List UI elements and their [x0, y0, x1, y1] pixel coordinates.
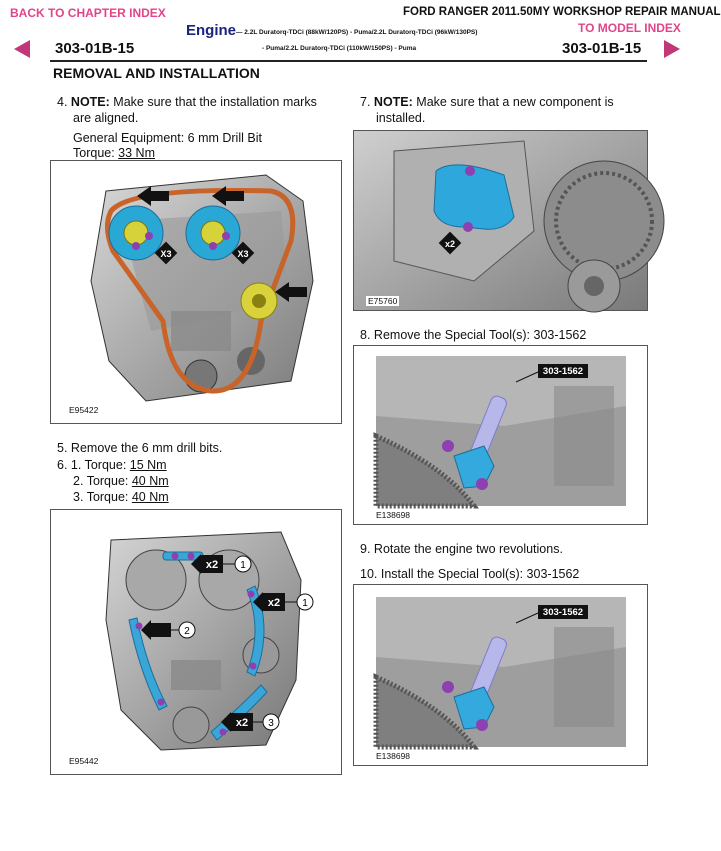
callout-number: 1: [240, 560, 246, 571]
timing-chain-guides-illustration: x2 1 x2 1 2 x2 3: [105, 531, 314, 751]
variants-line-2: - Puma/2.2L Duratorq-TDCi (110kW/150PS) …: [262, 45, 417, 52]
arrow-icon: [137, 186, 169, 206]
callout-number: 3: [268, 718, 274, 729]
step-number: 9.: [360, 542, 371, 556]
tool-label-box: [538, 364, 588, 378]
tensioner-illustration: x2: [354, 131, 665, 313]
arrow-icon: [212, 186, 244, 206]
page-title: REMOVAL AND INSTALLATION: [53, 65, 260, 81]
step-number: 6.: [57, 458, 68, 472]
step-number: 5.: [57, 441, 68, 455]
special-tool-illustration: 303-1562: [373, 356, 626, 509]
tool-label: 303-1562: [543, 366, 583, 377]
callout-x2: x2: [268, 597, 280, 609]
torque-value: 40 Nm: [131, 490, 169, 504]
step-number: 8.: [360, 328, 371, 342]
timing-chain-tensioner: [433, 164, 515, 230]
section-title: Engine: [186, 22, 237, 39]
callout-x2: x2: [445, 239, 455, 249]
next-page-arrow-icon[interactable]: [664, 40, 680, 58]
step-4-equipment: General Equipment: 6 mm Drill Bit: [73, 131, 262, 145]
back-to-chapter-index-link[interactable]: BACK TO CHAPTER INDEX: [10, 6, 166, 20]
callout-arrow-icon: [191, 554, 223, 574]
step-text: Make sure that the installation marks: [109, 95, 317, 109]
figure-e138698-install: 303-1562 E138698: [353, 584, 648, 766]
to-model-index-link[interactable]: TO MODEL INDEX: [578, 21, 681, 35]
step-6-item-2: 2. Torque: 40 Nm: [73, 473, 169, 489]
figure-e95442: x2 1 x2 1 2 x2 3 E95442: [50, 509, 342, 775]
step-4-torque: Torque: 33 Nm: [73, 145, 155, 161]
torque-label: Torque:: [84, 458, 130, 472]
step-7-text-cont: installed.: [376, 111, 426, 125]
callout-arrow-icon: [221, 712, 253, 732]
page-code-right: 303-01B-15: [562, 40, 642, 57]
step-number: 7.: [360, 95, 371, 109]
torque-label: Torque:: [86, 474, 132, 488]
step-number: 10.: [360, 567, 378, 581]
timing-chain-illustration: X3 X3: [90, 174, 314, 402]
step-7: 7. NOTE: Make sure that a new component …: [360, 94, 614, 110]
torque-label: Torque:: [86, 490, 132, 504]
step-text: Install the Special Tool(s): 303-1562: [380, 567, 580, 581]
torque-value: 15 Nm: [129, 458, 167, 472]
callout-number: 1: [302, 598, 308, 609]
step-4: 4. NOTE: Make sure that the installation…: [57, 94, 317, 110]
callout-arrow-icon: [253, 592, 285, 612]
figure-e75760: x2 E75760: [353, 130, 665, 313]
step-number: 4.: [57, 95, 68, 109]
page-code-left: 303-01B-15: [55, 40, 135, 57]
step-text: Remove the 6 mm drill bits.: [70, 441, 223, 455]
step-6: 6. 1. Torque: 15 Nm: [57, 457, 167, 473]
step-9: 9. Rotate the engine two revolutions.: [360, 541, 563, 557]
note-label: NOTE:: [373, 95, 413, 109]
callout-x2: x2: [206, 559, 218, 571]
callout-x3: X3: [237, 249, 248, 259]
substep-number: 3.: [73, 490, 84, 504]
manual-title: FORD RANGER 2011.50MY WORKSHOP REPAIR MA…: [403, 6, 721, 18]
tool-label: 303-1562: [543, 607, 583, 618]
torque-label: Torque:: [73, 146, 119, 160]
callout-number: 2: [184, 626, 190, 637]
note-label: NOTE:: [70, 95, 110, 109]
step-8: 8. Remove the Special Tool(s): 303-1562: [360, 327, 586, 343]
previous-page-arrow-icon[interactable]: [14, 40, 30, 58]
step-text: Remove the Special Tool(s): 303-1562: [373, 328, 587, 342]
substep-number: 2.: [73, 474, 84, 488]
figure-id: E95442: [69, 756, 99, 766]
step-text: Rotate the engine two revolutions.: [373, 542, 563, 556]
figure-id: E95422: [69, 405, 99, 415]
variants-line-1: — 2.2L Duratorq-TDCi (88kW/120PS) - Puma…: [236, 29, 478, 36]
arrow-icon: [141, 620, 171, 640]
figure-id: E138698: [376, 751, 411, 761]
callout-x2: x2: [236, 717, 248, 729]
arrow-icon: [275, 282, 307, 302]
step-5: 5. Remove the 6 mm drill bits.: [57, 440, 222, 456]
camshaft-sprocket-right: [185, 205, 241, 261]
step-text: Make sure that a new component is: [412, 95, 614, 109]
substep-number: 1.: [70, 458, 82, 472]
torque-value: 40 Nm: [131, 474, 169, 488]
torque-value: 33 Nm: [118, 146, 155, 160]
special-tool-install-illustration: 303-1562: [373, 597, 626, 750]
camshaft-sprocket-left: [108, 205, 164, 261]
header-rule: [50, 60, 647, 62]
tool-label-box: [538, 605, 588, 619]
step-6-item-3: 3. Torque: 40 Nm: [73, 489, 169, 505]
figure-e138698-remove: 303-1562 E138698: [353, 345, 648, 525]
left-chain-guide: [128, 617, 168, 711]
callout-x3: X3: [160, 249, 171, 259]
figure-id: E138698: [376, 510, 411, 520]
step-4-text-cont: are aligned.: [73, 111, 139, 125]
figure-e95422: X3 X3 E95422: [50, 160, 342, 424]
figure-id: E75760: [366, 296, 400, 306]
step-10: 10. Install the Special Tool(s): 303-156…: [360, 566, 579, 582]
